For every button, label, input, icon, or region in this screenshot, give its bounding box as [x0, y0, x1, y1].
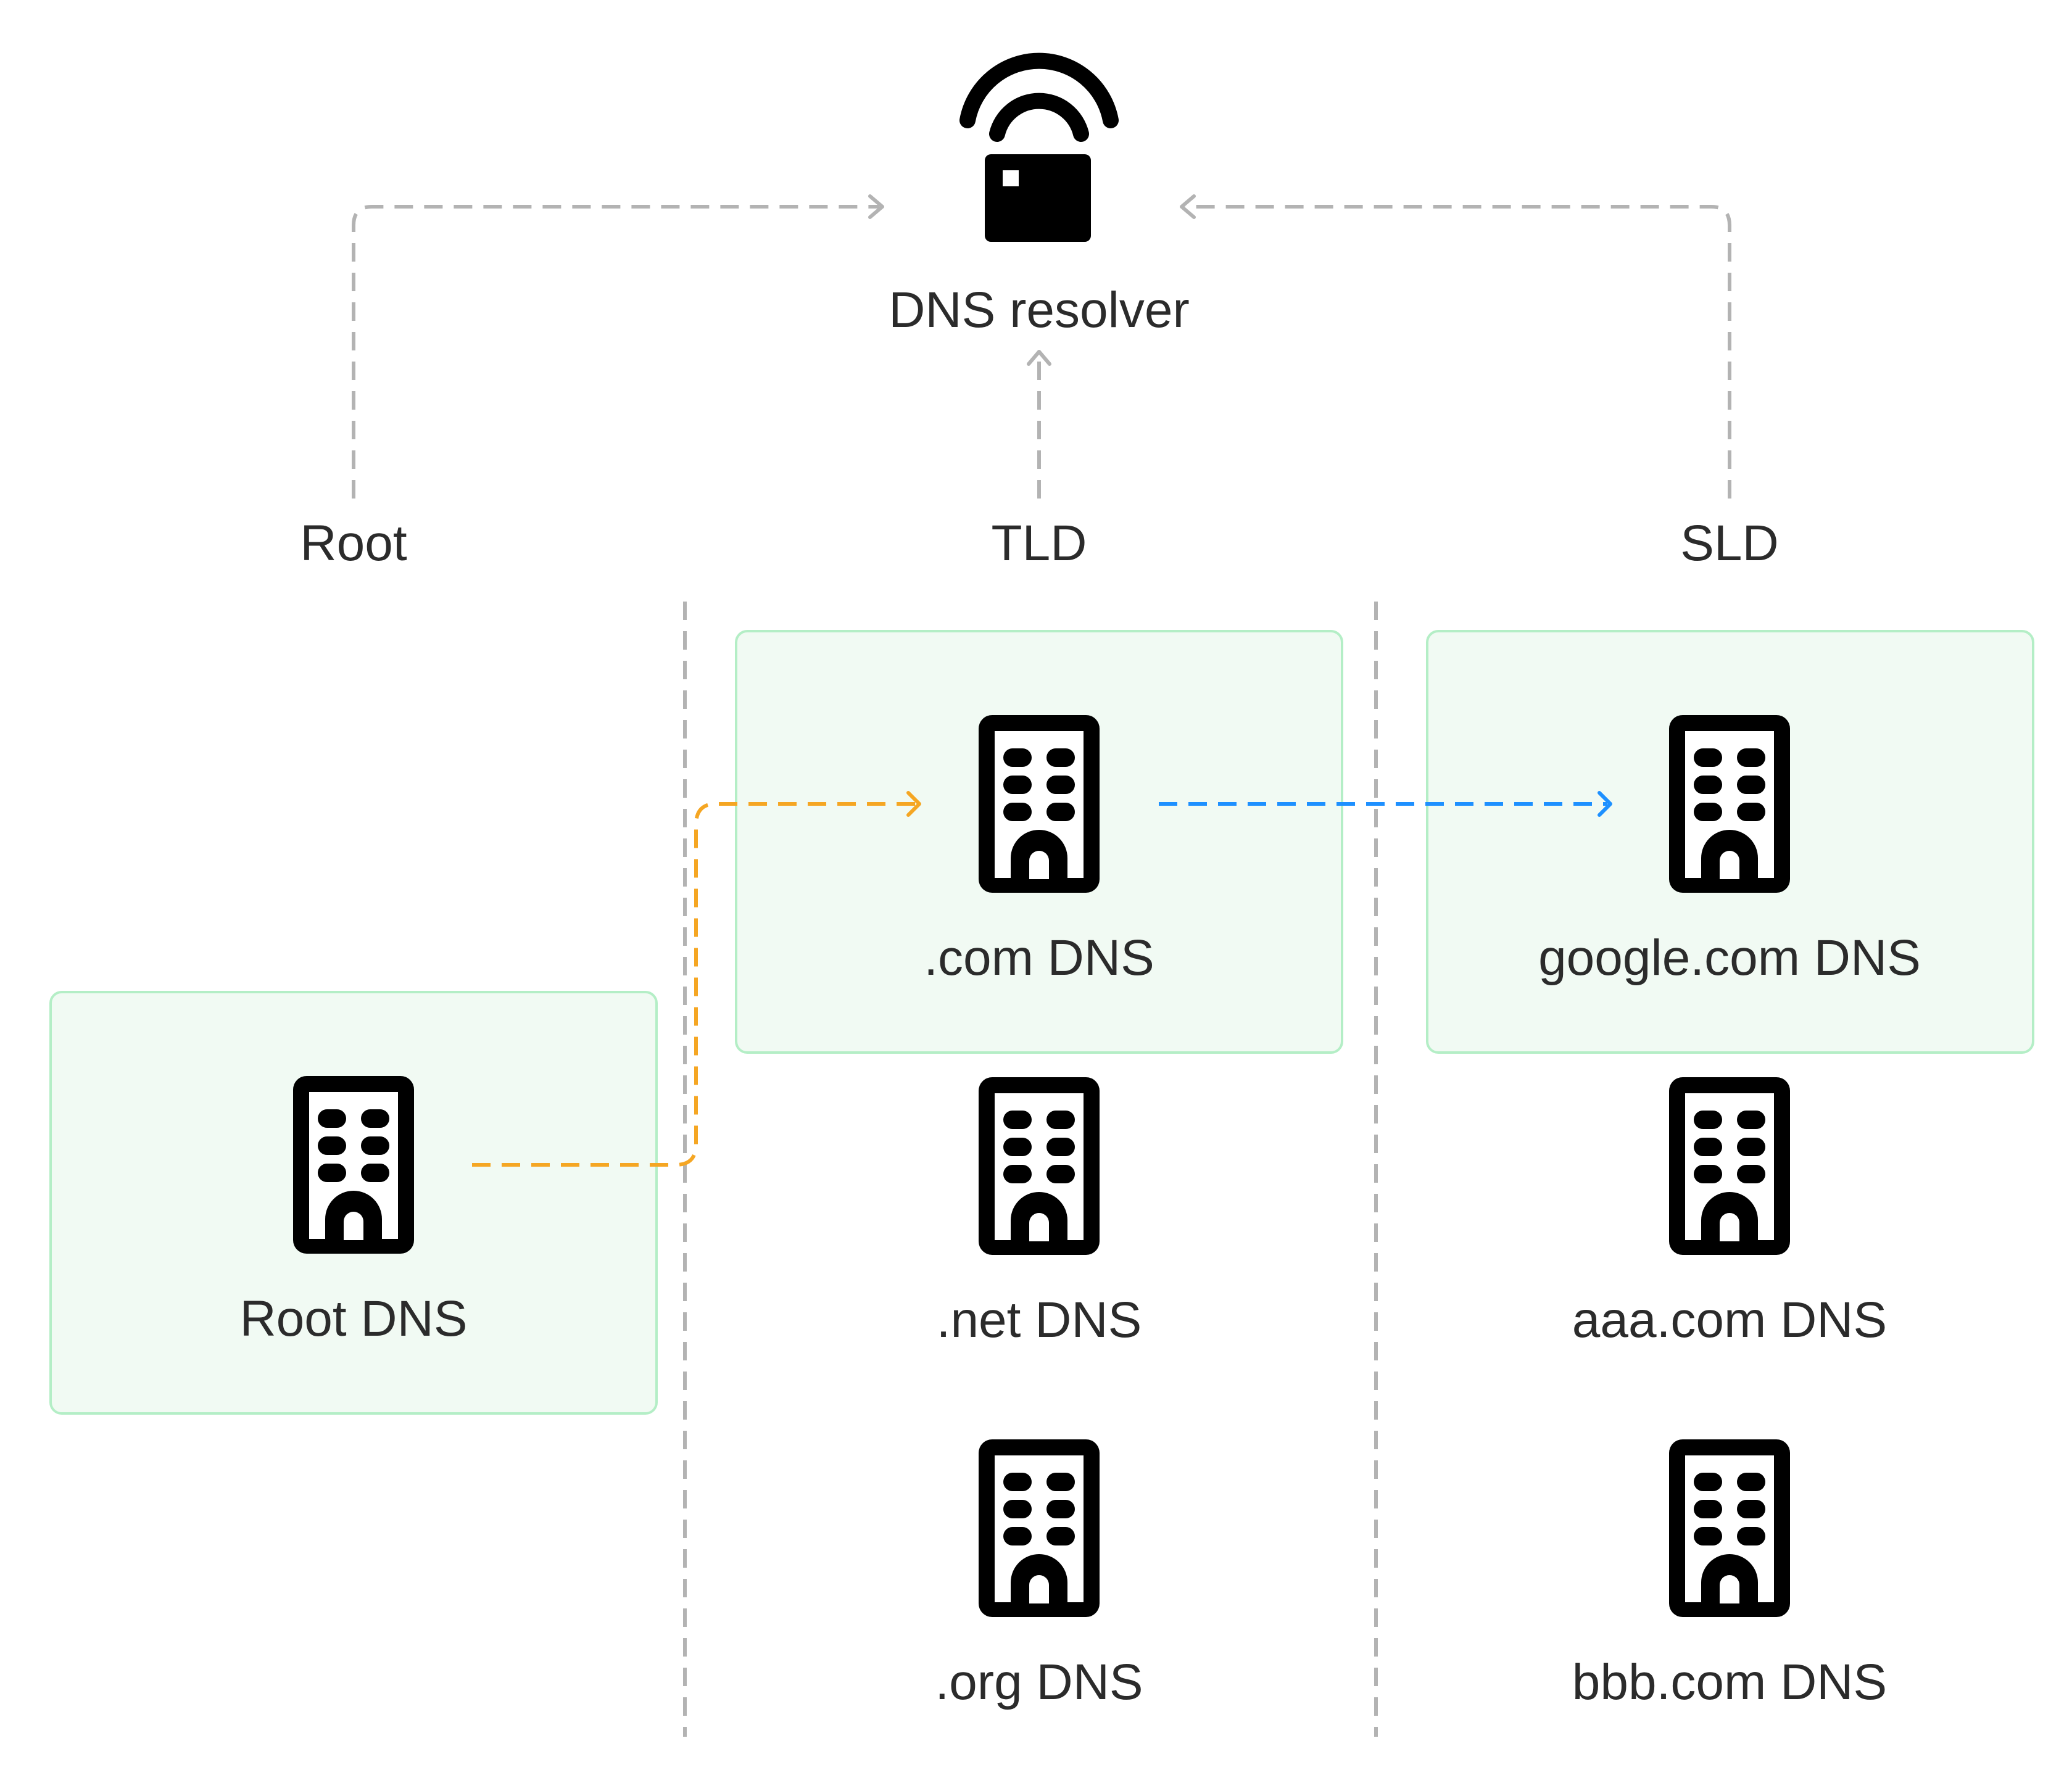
root-dns-label: Root DNS: [239, 1291, 467, 1347]
tld-to-resolver-arrowhead: [1027, 350, 1051, 366]
column-header-root: Root: [300, 515, 407, 571]
root-dns-building-icon: [293, 1076, 414, 1254]
root-to-resolver-line: [352, 205, 879, 499]
bbb-dns-label: bbb.com DNS: [1572, 1654, 1887, 1710]
aaa-dns-label: aaa.com DNS: [1572, 1292, 1887, 1348]
org-dns-label: .org DNS: [935, 1654, 1143, 1710]
google-dns-building-icon: [1669, 715, 1790, 893]
column-header-sld: SLD: [1680, 515, 1779, 571]
org-dns-building-icon: [979, 1439, 1100, 1617]
root-to-resolver-arrowhead: [868, 194, 884, 219]
column-header-tld: TLD: [992, 515, 1087, 571]
router-icon: [959, 52, 1119, 242]
net-dns-label: .net DNS: [937, 1292, 1142, 1348]
net-dns-building-icon: [979, 1077, 1100, 1255]
com-dns-building-icon: [979, 715, 1100, 893]
root-to-com-flow-line: [472, 802, 916, 1167]
resolver-label: DNS resolver: [889, 282, 1190, 338]
com-dns-label: .com DNS: [924, 930, 1154, 986]
com-to-google-arrowhead: [1598, 791, 1612, 817]
bbb-dns-building-icon: [1669, 1439, 1790, 1617]
sld-to-resolver-arrowhead: [1180, 194, 1196, 219]
root-to-com-arrowhead: [906, 791, 921, 817]
sld-to-resolver-line: [1185, 205, 1731, 499]
aaa-dns-building-icon: [1669, 1077, 1790, 1255]
google-dns-label: google.com DNS: [1538, 930, 1921, 986]
